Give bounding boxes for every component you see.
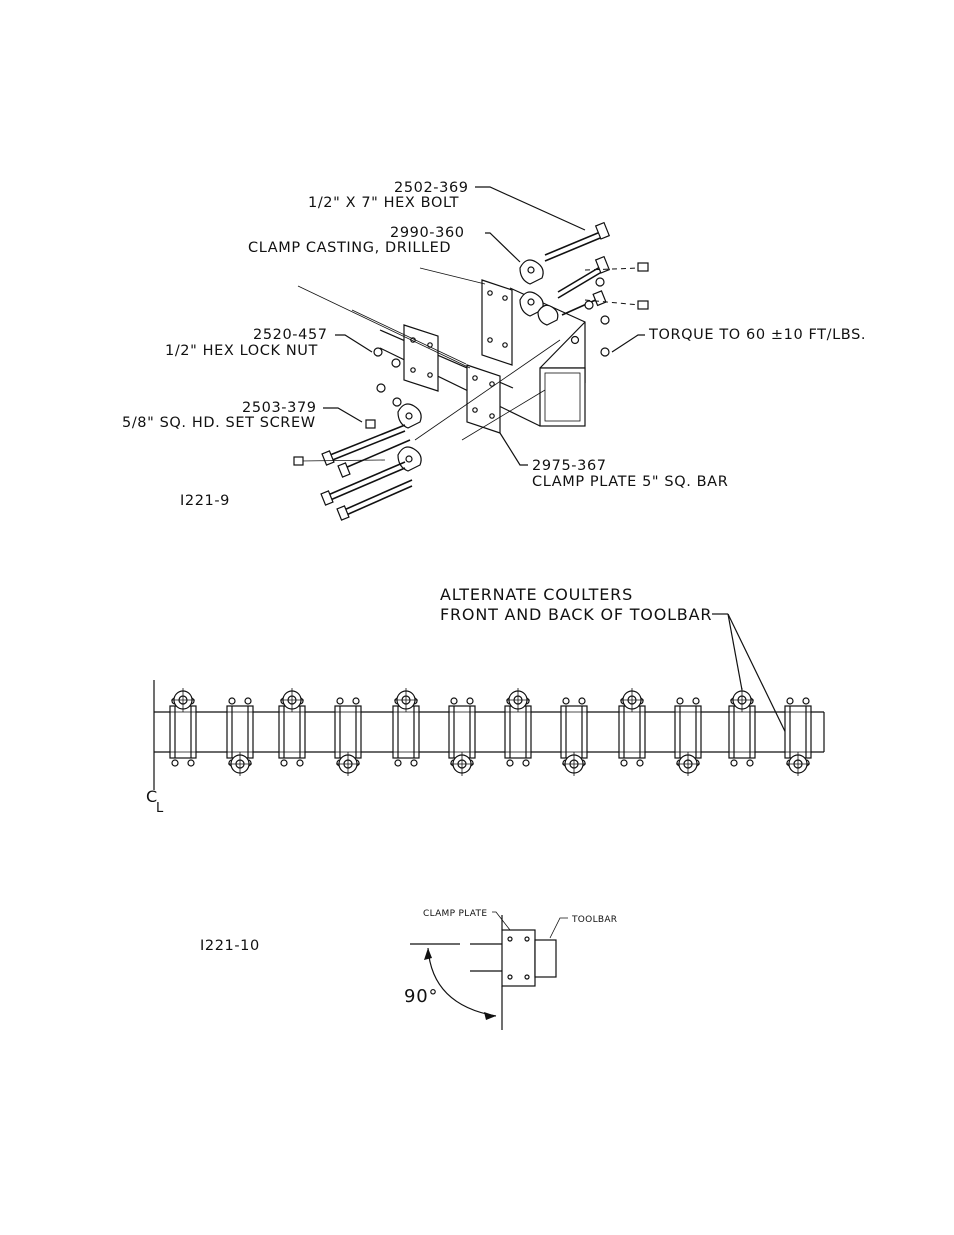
lock-nut — [229, 698, 235, 704]
lock-nut — [507, 760, 513, 766]
clamp-row — [170, 688, 811, 776]
clamp-casting-part-number: 2990-360 — [390, 225, 465, 241]
clamp-casting-description: CLAMP CASTING, DRILLED — [248, 240, 451, 256]
upper-lock-nuts — [572, 278, 610, 356]
clamp-plate — [561, 706, 587, 758]
clamp-plate — [675, 706, 701, 758]
clamp-plate-description: CLAMP PLATE 5" SQ. BAR — [532, 474, 728, 490]
set-screw-part-number: 2503-379 — [242, 400, 317, 416]
clamp-plate — [170, 706, 196, 758]
set-screw-description: 5/8" SQ. HD. SET SCREW — [122, 415, 316, 431]
front-clamp-plate — [467, 365, 500, 433]
lock-nut — [677, 698, 683, 704]
figure-id-i221-9: I221-9 — [180, 493, 230, 509]
toolbar-label: TOOLBAR — [571, 915, 617, 925]
clamp-plate-label: CLAMP PLATE — [423, 909, 487, 919]
lock-nut — [621, 760, 627, 766]
lock-nut — [353, 698, 359, 704]
lock-nut-part-number: 2520-457 — [253, 327, 328, 343]
clamp-plate — [279, 706, 305, 758]
upper-clamp-castings — [520, 260, 558, 325]
lock-nut — [563, 698, 569, 704]
clamp-plate — [227, 706, 253, 758]
lock-nut — [337, 698, 343, 704]
clamp-plate — [619, 706, 645, 758]
torque-note: TORQUE TO 60 ±10 FT/LBS. — [648, 327, 866, 343]
clamp-plate — [505, 706, 531, 758]
lower-hex-bolts — [321, 425, 412, 520]
alternate-coulters-note-line2: FRONT AND BACK OF TOOLBAR — [440, 605, 712, 624]
centerline-l: L — [156, 801, 164, 816]
lock-nut — [281, 760, 287, 766]
toolbar-end-outline — [535, 940, 556, 977]
lock-nut — [693, 698, 699, 704]
clamp-plate-part-number: 2975-367 — [532, 458, 607, 474]
lock-nut-description: 1/2" HEX LOCK NUT — [165, 343, 318, 359]
lock-nut — [803, 698, 809, 704]
left-clamp-plate — [404, 325, 438, 391]
lock-nut — [523, 760, 529, 766]
lock-nut — [637, 760, 643, 766]
lock-nut — [451, 698, 457, 704]
clamp-plate — [393, 706, 419, 758]
lock-nut — [395, 760, 401, 766]
lock-nut — [411, 760, 417, 766]
lock-nut — [297, 760, 303, 766]
figure-alignment-detail: I221-10 CLAMP PLATE TOOLBAR 90° — [200, 909, 617, 1030]
lock-nut — [467, 698, 473, 704]
figure-toolbar-plan-view: ALTERNATE COULTERS FRONT AND BACK OF TOO… — [146, 585, 824, 816]
lock-nut — [787, 698, 793, 704]
lock-nut — [579, 698, 585, 704]
clamp-plate — [729, 706, 755, 758]
lock-nut — [747, 760, 753, 766]
angle-90-label: 90° — [404, 986, 438, 1007]
clamp-plate-outline — [502, 930, 535, 986]
lock-nut — [245, 698, 251, 704]
figure-exploded-clamp-assembly: 2502-369 1/2" X 7" HEX BOLT 2990-360 CLA… — [122, 180, 866, 520]
lock-nut — [172, 760, 178, 766]
upper-hex-bolts — [545, 223, 609, 315]
figure-id-i221-10: I221-10 — [200, 938, 260, 954]
hex-bolt-description: 1/2" X 7" HEX BOLT — [308, 195, 459, 211]
clamp-plate — [335, 706, 361, 758]
lock-nut — [188, 760, 194, 766]
rear-clamp-plate — [482, 280, 512, 365]
alternate-coulters-note-line1: ALTERNATE COULTERS — [440, 585, 633, 604]
clamp-plate — [449, 706, 475, 758]
hex-bolt-part-number: 2502-369 — [394, 180, 469, 196]
clamp-plate — [785, 706, 811, 758]
leader-to-front-coulter — [728, 614, 742, 690]
lock-nut — [731, 760, 737, 766]
lower-clamp-castings — [398, 404, 421, 471]
